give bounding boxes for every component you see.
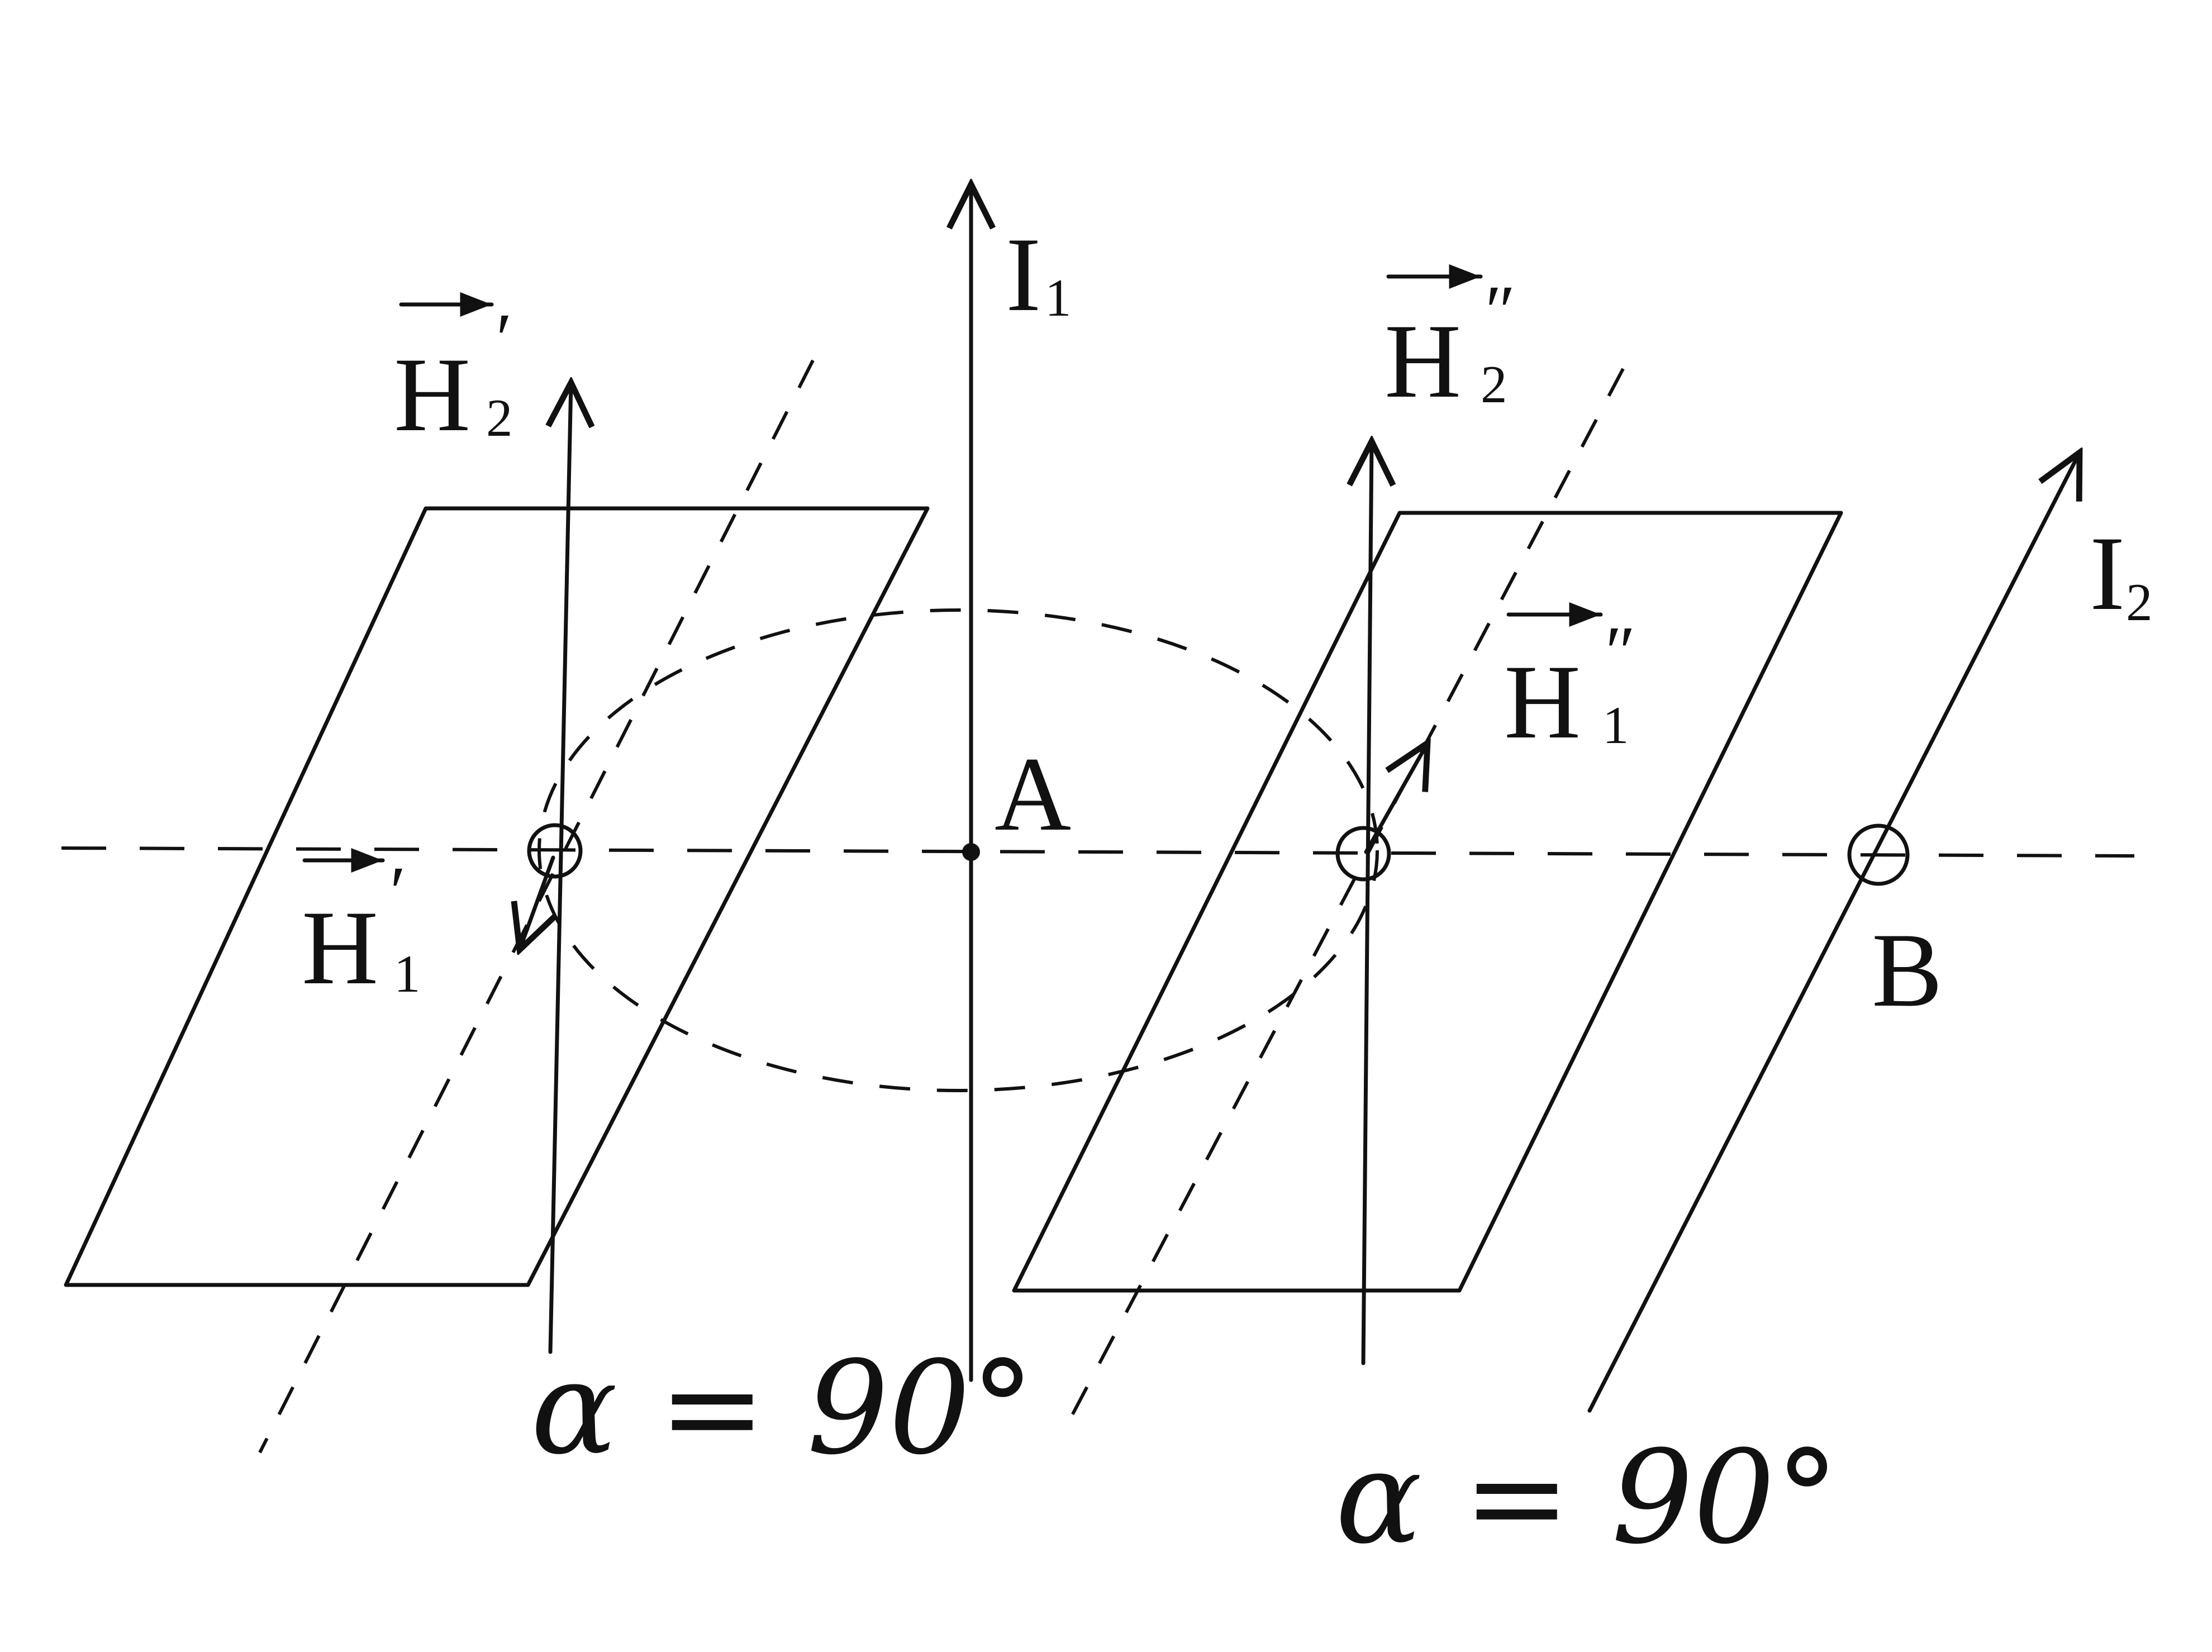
svg-text:H: H <box>302 889 378 1007</box>
label-H2-double-prime: H 2 ″ <box>1385 264 1512 420</box>
svg-text:′: ′ <box>492 299 509 379</box>
svg-text:2: 2 <box>1481 355 1507 414</box>
svg-text:1: 1 <box>394 944 421 1003</box>
svg-text:″: ″ <box>1481 271 1512 351</box>
label-H1-double-prime: H 1 ″ <box>1504 602 1632 761</box>
svg-text:2: 2 <box>2126 573 2153 632</box>
H1-double-prime-vector <box>1364 743 1428 854</box>
svg-text:″: ″ <box>1601 612 1632 692</box>
angle-label-right: α = 90° <box>1335 1424 1839 1573</box>
svg-text:H: H <box>1385 303 1461 420</box>
right-dashed-line <box>1065 368 1625 1426</box>
current-I2-line <box>1587 453 2080 1413</box>
point-B-circle <box>1847 823 1910 886</box>
angle-label-left: α = 90° <box>531 1334 1035 1483</box>
right-point-circle <box>1335 826 1391 882</box>
label-A: A <box>995 736 1071 853</box>
svg-text:2: 2 <box>486 388 513 447</box>
label-I1: I 1 <box>1006 216 1072 334</box>
left-point-circle <box>527 823 583 879</box>
svg-text:I: I <box>1006 216 1041 334</box>
label-I2: I 2 <box>2090 515 2153 632</box>
svg-text:I: I <box>2090 515 2125 632</box>
svg-text:′: ′ <box>386 852 403 932</box>
H2-prime-vector <box>550 383 571 1354</box>
field-line-circle <box>537 608 1379 1092</box>
label-B: B <box>1872 912 1943 1029</box>
label-H2-prime: H 2 ′ <box>394 292 513 454</box>
left-plane <box>64 506 930 1287</box>
point-A-dot <box>962 843 980 861</box>
svg-text:H: H <box>394 336 470 454</box>
svg-text:1: 1 <box>1602 696 1629 755</box>
label-H1-prime: H 1 ′ <box>302 848 421 1007</box>
H1-prime-vector <box>520 855 553 950</box>
right-plane <box>1012 511 1843 1293</box>
svg-text:1: 1 <box>1045 268 1072 327</box>
svg-text:H: H <box>1504 644 1581 761</box>
H2-double-prime-vector <box>1363 441 1372 1365</box>
horizontal-axis <box>61 846 2135 858</box>
